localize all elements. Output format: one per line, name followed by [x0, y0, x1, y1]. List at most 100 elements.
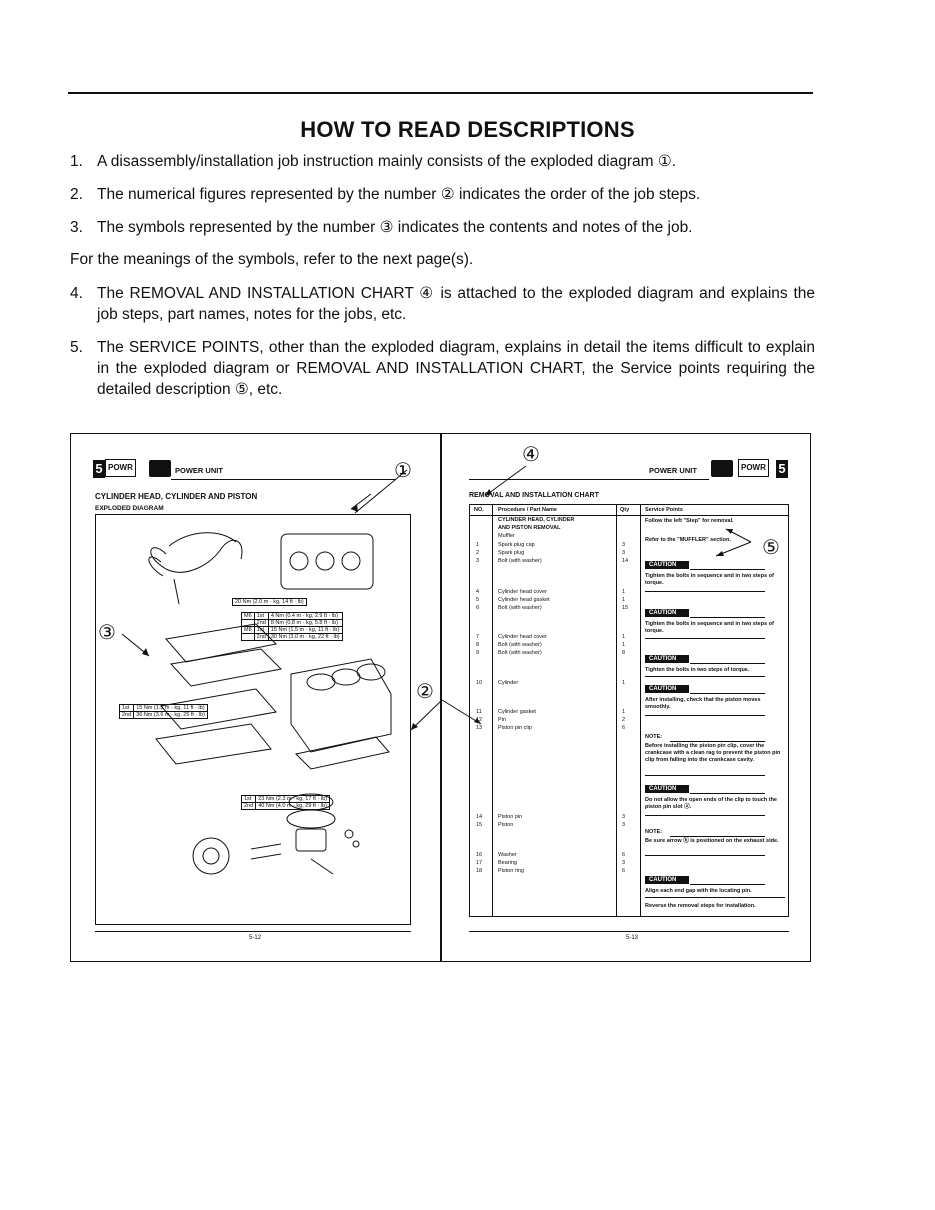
caution-rule [690, 569, 765, 570]
service-point-text: Be sure arrow ⓑ is positioned on the exh… [645, 838, 779, 844]
row-number: 16 [476, 852, 483, 858]
section-tab-number: 5 [93, 460, 105, 478]
caution-badge: CAUTION [645, 785, 689, 793]
row-part-name: Pin [498, 717, 506, 723]
row-qty: 3 [622, 550, 626, 556]
symbols-note: For the meanings of the symbols, refer t… [70, 251, 474, 268]
row-qty: 3 [622, 814, 626, 820]
row-qty: 1 [622, 589, 626, 595]
column-divider [492, 505, 493, 916]
row-part-name: Washer [498, 852, 517, 858]
caution-badge: CAUTION [645, 561, 689, 569]
header-rule [469, 479, 709, 480]
row-number: 17 [476, 860, 483, 866]
service-point-text: After installing, check that the piston … [645, 697, 761, 710]
list-item-4: 4. The REMOVAL AND INSTALLATION CHART ④ … [70, 283, 815, 327]
caution-rule [645, 715, 765, 716]
row-number: 2 [476, 550, 480, 556]
list-item-text: The REMOVAL AND INSTALLATION CHART ④ is … [97, 285, 815, 323]
row-qty: 6 [622, 725, 626, 731]
section-heading: CYLINDER HEAD, CYLINDER AND PISTON [95, 492, 258, 501]
row-part-name: Bolt (with washer) [498, 650, 542, 656]
service-point-text: Align each end gap with the locating pin… [645, 888, 752, 894]
col-header-no: NO. [474, 507, 484, 513]
row-qty: 8 [622, 650, 626, 656]
list-item-number: 4. [70, 285, 83, 302]
page-number: 5-12 [249, 935, 262, 941]
section-name: POWER UNIT [175, 466, 223, 475]
row-part-name: Cylinder gasket [498, 709, 536, 715]
row-qty: 1 [622, 642, 626, 648]
row-part-name: Bolt (with washer) [498, 642, 542, 648]
row-qty: 1 [622, 680, 626, 686]
list-item-1: 1. A disassembly/installation job instru… [70, 151, 815, 173]
caution-badge: CAUTION [645, 655, 689, 663]
list-item-number: 2. [70, 186, 83, 203]
row-part-name: Cylinder head gasket [498, 597, 550, 603]
col-header-service-points: Service Points [645, 507, 683, 513]
caution-rule [645, 897, 785, 898]
service-point-text: Tighten the bolts in two steps of torque… [645, 667, 750, 673]
row-qty: 3 [622, 860, 626, 866]
list-item-number: 3. [70, 219, 83, 236]
note-rule [645, 855, 765, 856]
row-part-name: Cylinder head cover [498, 589, 547, 595]
section-tab-number: 5 [776, 460, 788, 478]
service-point-text: Reverse the removal steps for installati… [645, 903, 756, 909]
row-part-name: Bolt (with washer) [498, 558, 542, 564]
row-qty: 14 [622, 558, 629, 564]
list-item-text: The SERVICE POINTS, other than the explo… [97, 339, 815, 398]
row-qty: 15 [622, 605, 629, 611]
caution-rule [645, 676, 765, 677]
list-item-number: 5. [70, 339, 83, 356]
row-number: 3 [476, 558, 480, 564]
row-number: 8 [476, 642, 480, 648]
removal-installation-chart: NO. Procedure / Part Name Qty Service Po… [469, 504, 789, 917]
chart-heading: REMOVAL AND INSTALLATION CHART [469, 492, 599, 499]
list-item-text: The symbols represented by the number ③ … [97, 219, 693, 236]
service-point-text: Before installing the piston pin clip, c… [645, 743, 781, 763]
caution-rule [645, 815, 765, 816]
torque-cell: 2nd [118, 711, 135, 719]
sample-spread-figure: 5 POWR POWER UNIT ① CYLINDER HEAD, CYLIN… [70, 433, 811, 962]
row-number: 12 [476, 717, 483, 723]
row-part-name: Spark plug [498, 550, 525, 556]
engine-icon [711, 460, 733, 477]
caution-rule [690, 617, 765, 618]
column-divider [640, 505, 641, 916]
section-tab-label: POWR [105, 459, 136, 477]
callout-4: ④ [522, 444, 540, 466]
torque-cell: 40 Nm (4.0 m · kg, 29 ft · lb) [255, 802, 330, 810]
engine-icon [149, 460, 171, 477]
page-divider [440, 434, 442, 961]
row-part-name: Bolt (with washer) [498, 605, 542, 611]
row-number: 5 [476, 597, 480, 603]
callout-leaders [410, 465, 752, 731]
callout-2: ② [416, 681, 434, 703]
column-divider [616, 505, 617, 916]
row-number: 6 [476, 605, 480, 611]
page-number: 5-13 [626, 935, 639, 941]
torque-cell: 36 Nm (3.6 m · kg, 25 ft · lb) [133, 711, 208, 719]
row-qty: 6 [622, 868, 626, 874]
caution-rule [645, 591, 765, 592]
row-qty: 1 [622, 709, 626, 715]
row-number: 1 [476, 542, 480, 548]
service-point-text: Tighten the bolts in sequence and in two… [645, 573, 774, 586]
row-part-name: Muffler [498, 533, 515, 539]
caution-rule [645, 638, 765, 639]
list-item-text: The numerical figures represented by the… [97, 186, 701, 203]
row-number: 7 [476, 634, 480, 640]
col-header-qty: Qty [620, 507, 630, 513]
caution-rule [690, 884, 765, 885]
note-label: NOTE: [645, 734, 663, 740]
caution-rule [690, 693, 765, 694]
exploded-diagram-frame [95, 515, 411, 925]
callout-5: ⑤ [762, 537, 780, 559]
row-part-name: Bearing [498, 860, 517, 866]
caution-rule [690, 793, 765, 794]
caution-badge: CAUTION [645, 609, 689, 617]
row-number: 10 [476, 680, 483, 686]
note-rule [670, 836, 765, 837]
